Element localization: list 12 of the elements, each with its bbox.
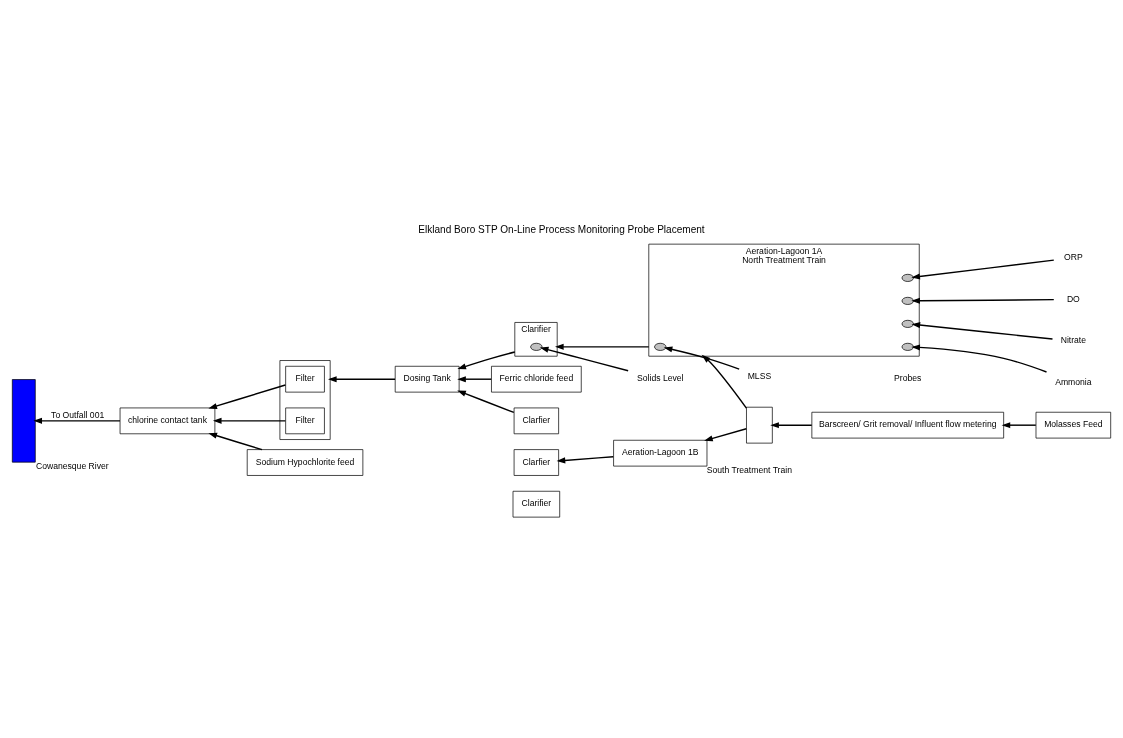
label: Probes: [894, 372, 922, 383]
node-text: Ammonia: [1055, 376, 1092, 387]
node-label: Cowanesque River: [35, 460, 109, 471]
node-text: Solids Level: [637, 372, 684, 383]
node-text: MLSS: [747, 370, 772, 381]
diagram-title: Elkland Boro STP On-Line Process Monitoring Probe Placement: [418, 223, 705, 235]
node-text: ORP: [1064, 251, 1083, 262]
node-label: South Treatment Train: [706, 464, 792, 475]
edge-label: To Outfall 001: [51, 409, 105, 420]
node-label: North Treatment Train: [742, 254, 826, 265]
node-text: DO: [1066, 293, 1080, 304]
node-text: Nitrate: [1060, 334, 1087, 345]
